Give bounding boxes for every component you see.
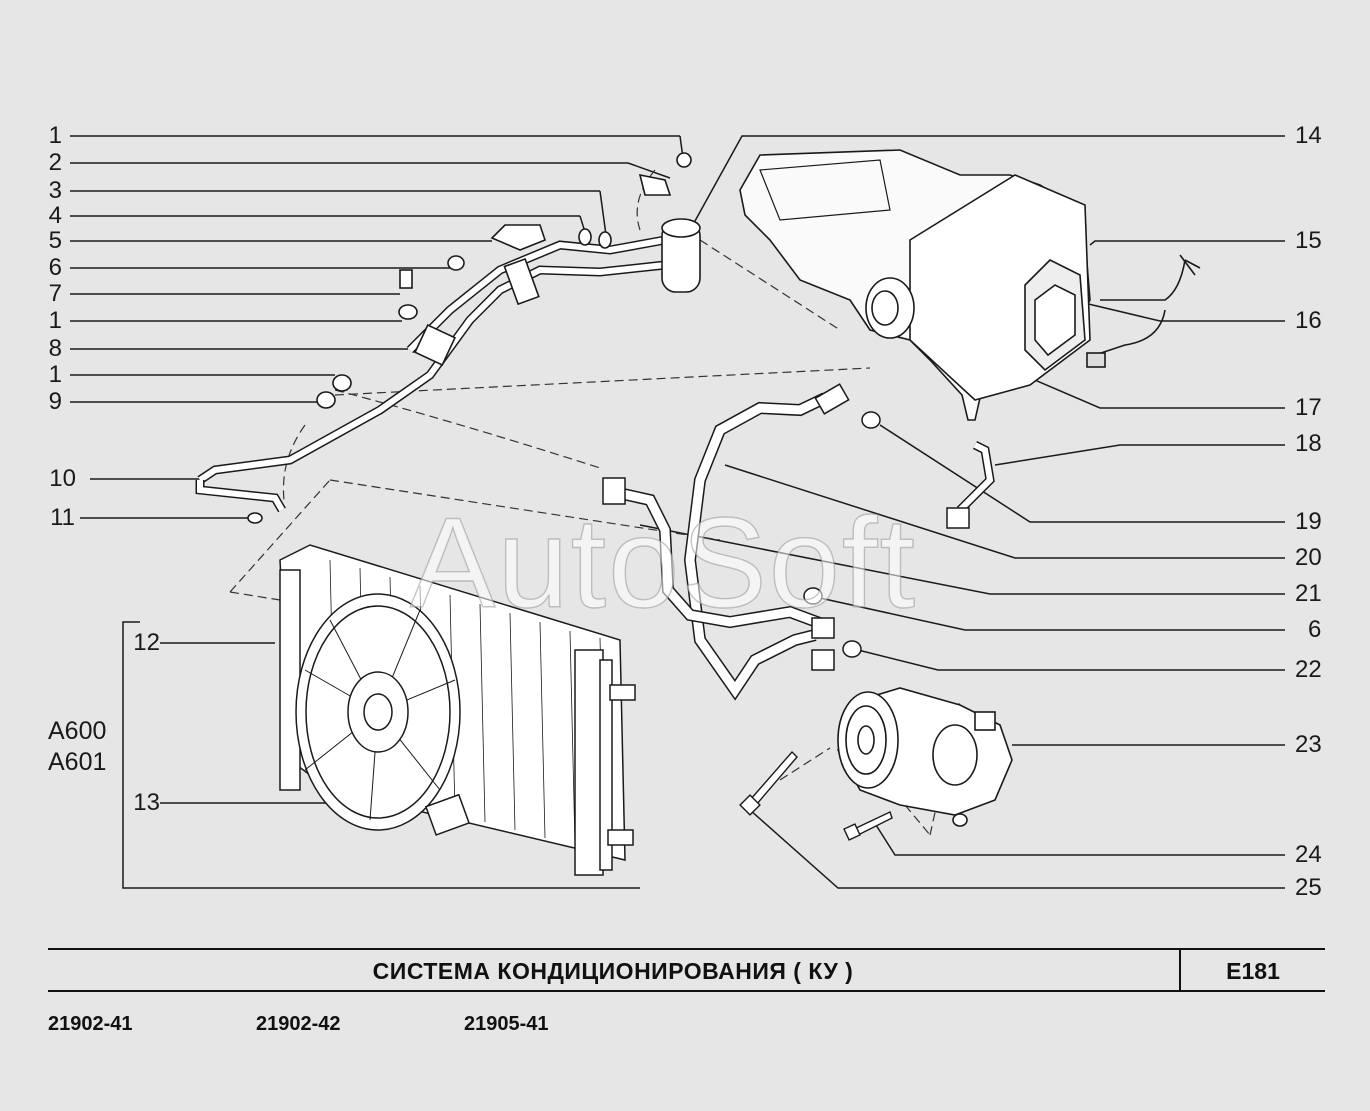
bolts [739,750,893,841]
callout-label: 14 [1295,122,1322,149]
variant-code: A600 [48,717,107,745]
callout-label: 1 [48,307,62,334]
callout-label: 9 [48,388,62,415]
leader-lines-right [639,135,1285,889]
callout-label: 13 [133,789,160,816]
callout-label: 20 [1295,544,1322,571]
callout-label: 6 [48,254,62,281]
callout-label: 10 [49,465,76,492]
hose-fittings [602,383,970,671]
callout-label: 16 [1295,307,1322,334]
condenser-radiator [279,544,636,876]
callout-label: 4 [48,202,62,229]
callout-label: 12 [133,629,160,656]
variant-codes: A600 A601 [48,716,106,779]
callout-label: 3 [48,177,62,204]
callout-label: 1 [48,122,62,149]
callout-label: 6 [1308,616,1322,643]
variant-code: A601 [48,748,107,777]
page-code: E181 [1226,957,1280,984]
callout-label: 17 [1295,394,1322,421]
callout-label: 18 [1295,430,1322,457]
callout-label: 24 [1295,841,1322,868]
callout-label: 11 [50,504,75,531]
callout-label: 19 [1295,508,1322,535]
callout-label: 8 [48,335,62,362]
callout-label: 21 [1295,580,1322,607]
model-number: 21905-41 [464,1013,549,1035]
model-number: 21902-42 [256,1013,341,1035]
leader-lines-left [70,135,684,889]
parts-diagram [70,135,1285,889]
callout-label: 25 [1295,874,1322,901]
callout-label: 7 [48,280,62,307]
pipe-assembly [195,152,701,524]
callout-label: 23 [1295,731,1322,758]
lower-hoses [603,392,995,701]
model-number: 21902-41 [48,1013,133,1035]
callout-label: 2 [48,149,62,176]
compressor [837,687,1013,827]
title-divider [1179,948,1181,992]
page-title: СИСТЕМА КОНДИЦИОНИРОВАНИЯ ( КУ ) [372,957,854,984]
assembly-dashes [229,169,1081,836]
callout-label: 5 [48,227,62,254]
callout-label: 1 [48,361,62,388]
title-bottom-rule [48,990,1325,992]
callout-label: 22 [1295,656,1322,683]
evaporator-module [739,149,1201,421]
callout-label: 15 [1295,227,1322,254]
title-top-rule [48,948,1325,950]
